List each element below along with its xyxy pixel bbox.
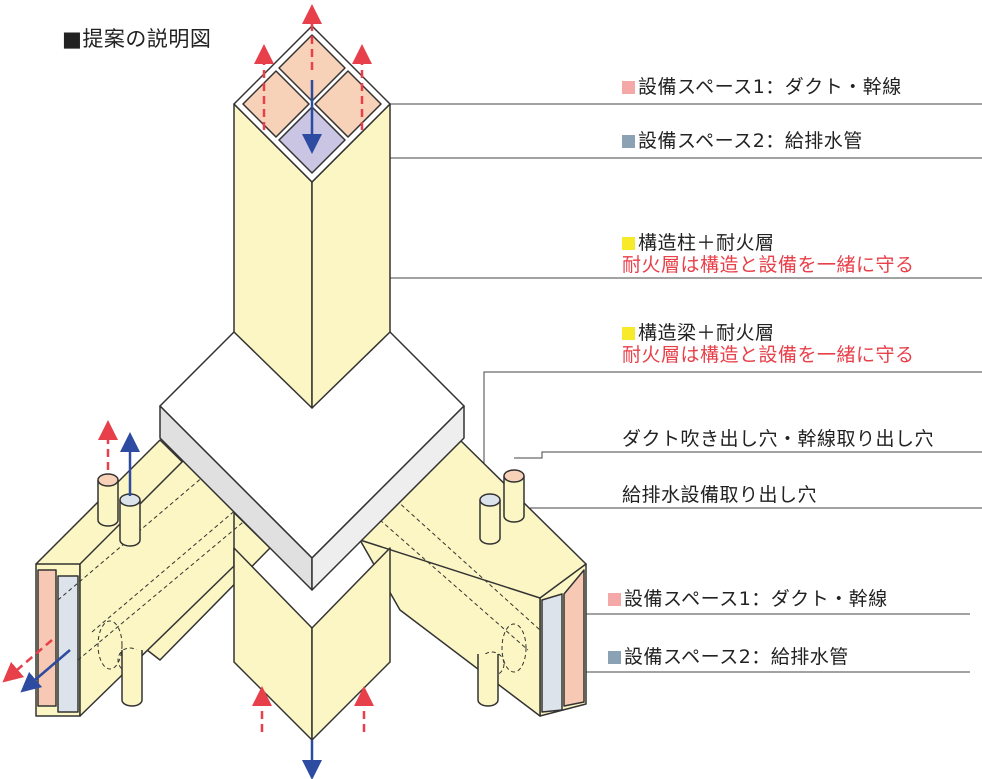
label-water-outlet: 給排水設備取り出し穴	[622, 484, 818, 506]
legend-square-space1	[608, 593, 621, 606]
leader-lines	[312, 103, 982, 673]
label-beam: 構造梁＋耐火層	[622, 322, 775, 344]
left-beam	[35, 409, 271, 717]
label-top-space2: 設備スペース2：給排水管	[622, 130, 863, 152]
label-top-space1: 設備スペース1：ダクト・幹線	[622, 76, 902, 98]
legend-square-space2	[622, 135, 635, 148]
legend-square-structure	[622, 327, 635, 340]
label-duct-outlet: ダクト吹き出し穴・幹線取り出し穴	[622, 428, 935, 450]
legend-square-structure	[622, 237, 635, 250]
label-column: 構造柱＋耐火層	[622, 232, 775, 254]
supply-arrow-icon	[20, 649, 71, 693]
right-pipes	[477, 469, 525, 707]
label-beam-note: 耐火層は構造と設備を一緒に守る	[622, 344, 915, 366]
label-column-note: 耐火層は構造と設備を一緒に守る	[622, 254, 915, 276]
airflow-arrows	[2, 4, 374, 779]
diagram-title: ■提案の説明図	[62, 27, 212, 51]
legend-square-space2	[608, 651, 621, 664]
exhaust-arrow-icon	[2, 639, 53, 683]
label-bottom-space1: 設備スペース1：ダクト・幹線	[608, 588, 888, 610]
label-bottom-space2: 設備スペース2：給排水管	[608, 646, 849, 668]
left-pipes	[97, 473, 143, 707]
legend-square-space1	[622, 81, 635, 94]
